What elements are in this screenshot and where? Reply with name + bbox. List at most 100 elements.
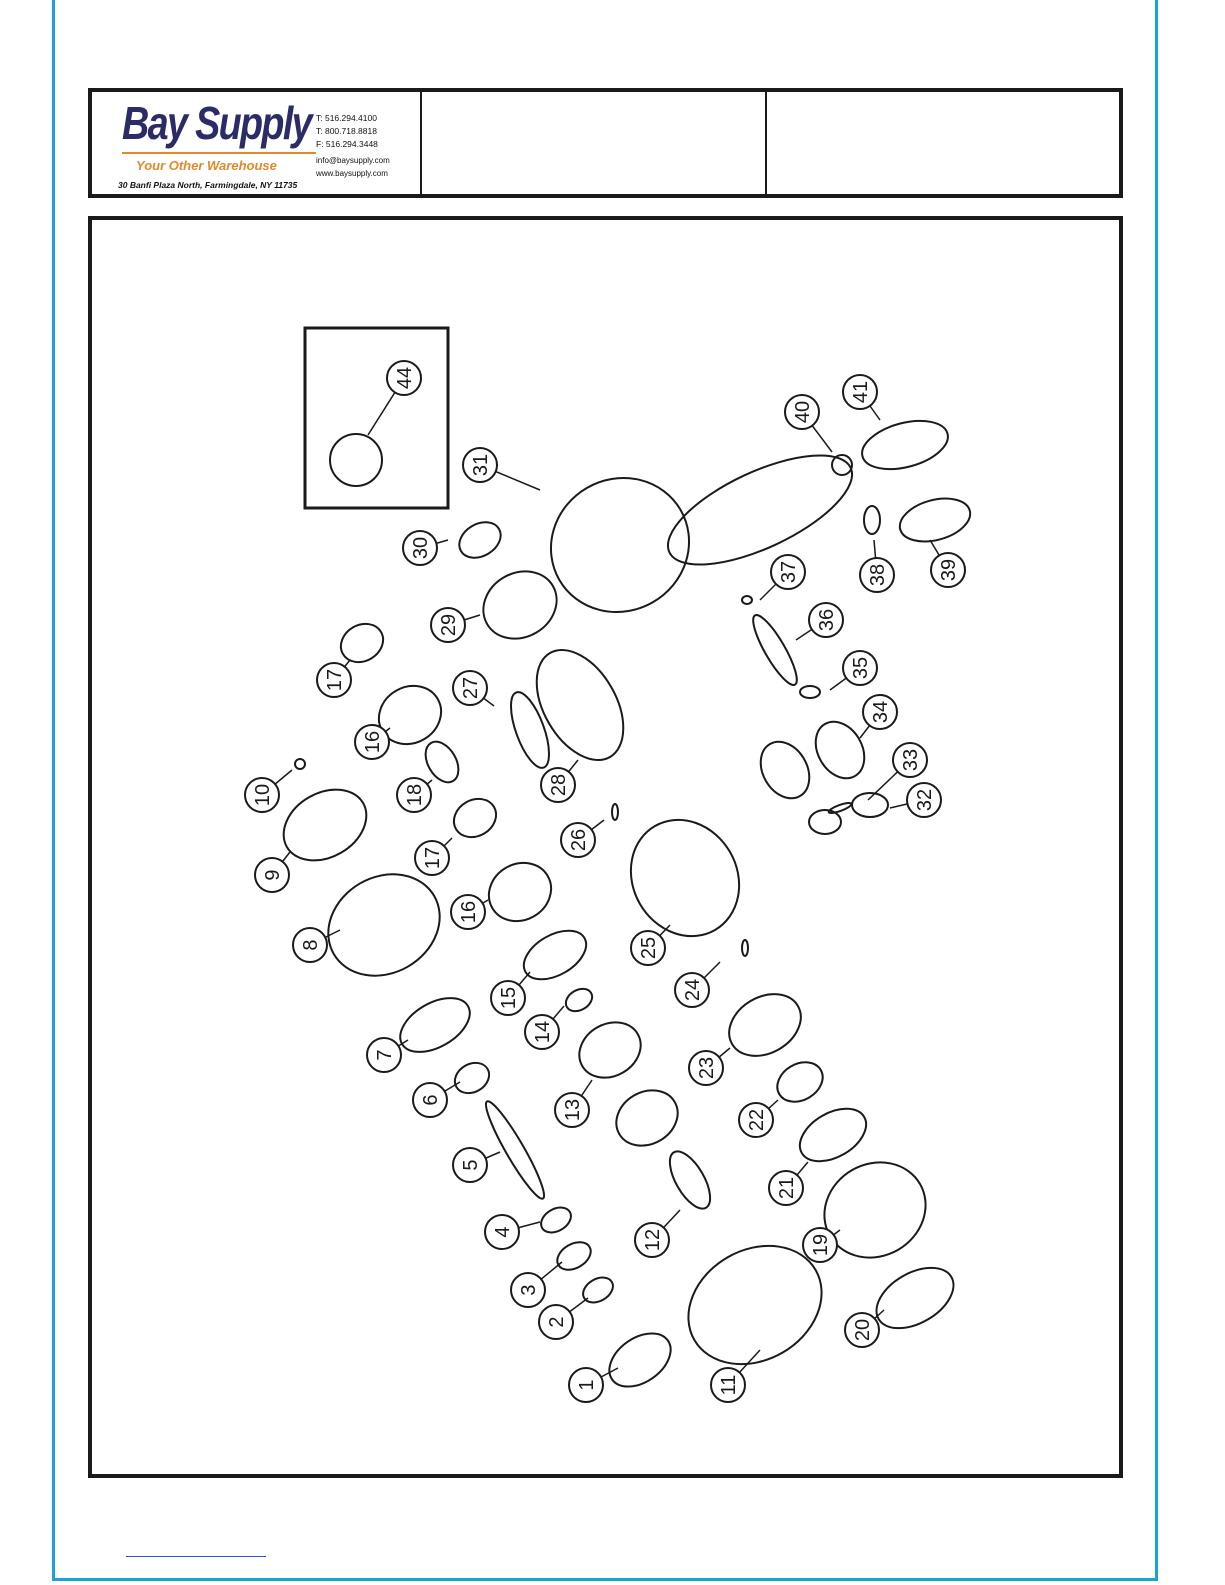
part-22-bearing — [770, 1054, 830, 1109]
callout-16-16-label: 16 — [458, 901, 480, 923]
callout-28-29-label: 28 — [548, 774, 570, 796]
callout-26-27: 26 — [561, 823, 595, 857]
contact-block: T: 516.294.4100 T: 800.718.8818 F: 516.2… — [316, 112, 378, 151]
part-33-pin — [828, 801, 853, 815]
callout-21-22-label: 21 — [776, 1177, 798, 1199]
callout-17-17: 17 — [317, 663, 351, 697]
phone-2: T: 800.718.8818 — [316, 125, 378, 138]
part-8-ring-gear — [310, 854, 458, 995]
callout-9-8-label: 9 — [262, 869, 284, 880]
callout-23-24: 23 — [689, 1051, 723, 1085]
callout-16-15: 16 — [355, 725, 389, 759]
callout-41-42-label: 41 — [850, 381, 872, 403]
part-24-pin — [742, 940, 748, 956]
callout-2-1: 2 — [539, 1305, 573, 1339]
callout-14-13-label: 14 — [532, 1021, 554, 1043]
callout-2-1-label: 2 — [546, 1316, 568, 1327]
part-31-housing-grip — [653, 433, 866, 586]
callout-15-14-label: 15 — [498, 987, 520, 1009]
part-29-plate — [471, 558, 569, 651]
callout-29-30: 29 — [431, 608, 465, 642]
logo-cell: Bay Supply Your Other Warehouse 30 Banfi… — [92, 92, 422, 194]
document-header: Bay Supply Your Other Warehouse 30 Banfi… — [88, 88, 1123, 198]
footer-link[interactable] — [126, 1556, 266, 1557]
part-35-oring — [800, 686, 820, 698]
part-28-rotor — [519, 635, 641, 775]
callout-5-4: 5 — [453, 1148, 487, 1182]
part-3-bearing — [552, 1237, 595, 1276]
inset-box — [305, 328, 448, 508]
callout-30-31: 30 — [403, 531, 437, 565]
callout-41-42: 41 — [843, 375, 877, 409]
callout-39-40: 39 — [931, 553, 965, 587]
callout-35-36: 35 — [843, 651, 877, 685]
callout-17-18-label: 17 — [422, 847, 444, 869]
part-2-washer — [579, 1272, 618, 1307]
callout-8-7-label: 8 — [300, 939, 322, 950]
callout-1-0: 1 — [569, 1368, 603, 1402]
part-25-cylinder — [610, 800, 760, 956]
brand-rule — [122, 152, 316, 154]
email-link[interactable]: info@baysupply.com — [316, 154, 390, 167]
callout-19-20-label: 19 — [810, 1234, 832, 1256]
header-right-cell — [767, 92, 1119, 194]
part-18-pinion — [419, 736, 465, 788]
part-4-washer — [537, 1202, 576, 1237]
callout-34-35-label: 34 — [870, 701, 892, 723]
callout-23-24-label: 23 — [696, 1057, 718, 1079]
callout-16-16: 16 — [451, 895, 485, 929]
callout-21-22: 21 — [769, 1171, 803, 1205]
callout-10-9: 10 — [245, 778, 279, 812]
callout-22-23: 22 — [739, 1103, 773, 1137]
part-36-stem — [746, 610, 803, 689]
callout-38-39: 38 — [860, 558, 894, 592]
callout-6-5: 6 — [413, 1083, 447, 1117]
callout-32-33-label: 32 — [914, 789, 936, 811]
part-39-inlet — [895, 491, 975, 548]
part-30-bearing — [453, 515, 507, 565]
callout-20-21: 20 — [845, 1313, 879, 1347]
callout-40-41-label: 40 — [792, 401, 814, 423]
callout-37-38-label: 37 — [778, 561, 800, 583]
callout-9-8: 9 — [255, 858, 289, 892]
callout-33-34-label: 33 — [900, 749, 922, 771]
callout-8-7: 8 — [293, 928, 327, 962]
brand-tagline: Your Other Warehouse — [136, 158, 277, 173]
part-41-regulator — [857, 412, 953, 477]
callout-12-11-label: 12 — [642, 1229, 664, 1251]
callout-18-19: 18 — [397, 778, 431, 812]
callout-10-9-label: 10 — [252, 784, 274, 806]
part-7-oring — [391, 987, 479, 1063]
website-link[interactable]: www.baysupply.com — [316, 167, 390, 180]
callout-19-20: 19 — [803, 1228, 837, 1262]
part-44-oring — [330, 434, 382, 486]
header-middle-cell — [422, 92, 767, 194]
callout-32-33: 32 — [907, 783, 941, 817]
callout-3-2: 3 — [511, 1273, 545, 1307]
part-10-ball — [295, 759, 305, 769]
callout-17-18: 17 — [415, 841, 449, 875]
callout-15-14: 15 — [491, 981, 525, 1015]
callout-30-31-label: 30 — [410, 537, 432, 559]
part-26-pin — [612, 804, 618, 820]
part-13b-bearing — [606, 1079, 687, 1156]
callout-25-26: 25 — [631, 931, 665, 965]
callout-27-28: 27 — [453, 671, 487, 705]
callout-13-12-label: 13 — [562, 1099, 584, 1121]
callout-36-37-label: 36 — [816, 609, 838, 631]
callout-4-3: 4 — [485, 1215, 519, 1249]
callout-40-41: 40 — [785, 395, 819, 429]
part-34-valve — [806, 713, 874, 787]
part-23-plate — [718, 982, 812, 1068]
callout-11-10: 11 — [711, 1368, 745, 1402]
brand-logo: Bay Supply — [122, 96, 311, 150]
part-20-oring — [866, 1255, 964, 1340]
phone-1: T: 516.294.4100 — [316, 112, 378, 125]
callout-18-19-label: 18 — [404, 784, 426, 806]
part-17a-gears — [334, 616, 390, 669]
part-15-ring — [516, 921, 595, 990]
callout-3-2-label: 3 — [518, 1284, 540, 1295]
callout-22-23-label: 22 — [746, 1109, 768, 1131]
callout-31-32: 31 — [463, 448, 497, 482]
part-12-shaft — [662, 1145, 718, 1214]
